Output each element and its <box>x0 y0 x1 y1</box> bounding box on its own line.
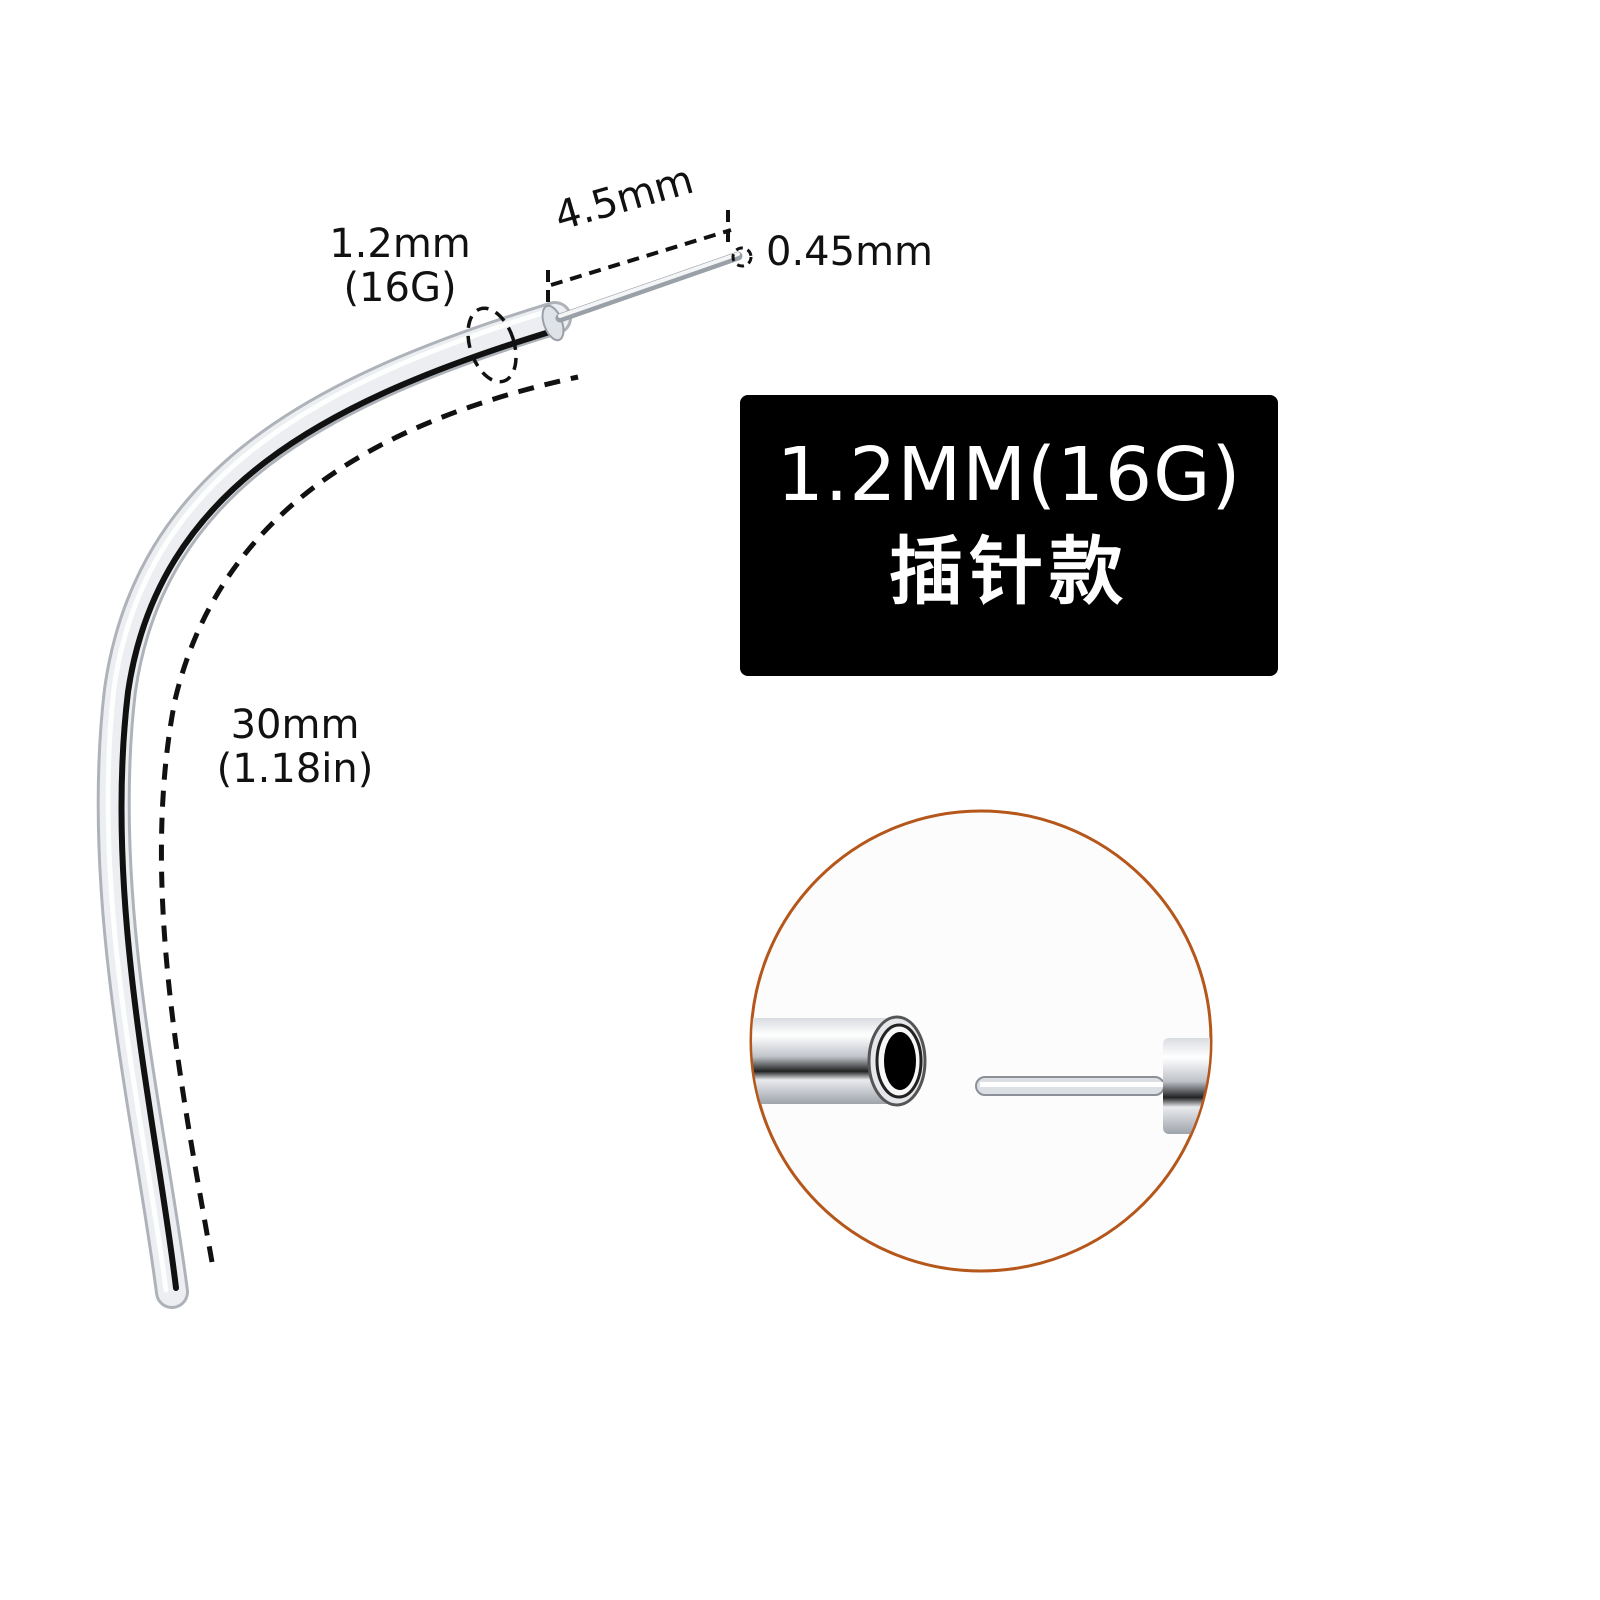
curved-bar <box>96 301 572 1309</box>
pin-length-dimension <box>546 210 732 302</box>
pin-diameter-label: 0.45mm <box>766 229 933 275</box>
spec-badge: 1.2MM(16G) 插针款 <box>740 395 1278 676</box>
gauge-diameter-g: (16G) <box>343 265 457 311</box>
badge-title: 1.2MM(16G) <box>776 432 1242 518</box>
gauge-marker <box>466 306 518 384</box>
detail-view <box>749 809 1213 1273</box>
bar-length-mm: 30mm <box>230 702 360 748</box>
push-pin <box>555 251 743 323</box>
bar-length-in: (1.18in) <box>216 746 374 792</box>
gauge-diameter-label: 1.2mm (16G) <box>320 222 480 310</box>
badge-subtitle: 插针款 <box>889 529 1129 615</box>
gauge-diameter-mm: 1.2mm <box>329 221 471 267</box>
bar-length-dimension-line <box>158 374 579 1263</box>
pin-diameter-marker <box>731 246 753 268</box>
bar-length-label: 30mm (1.18in) <box>210 703 380 791</box>
